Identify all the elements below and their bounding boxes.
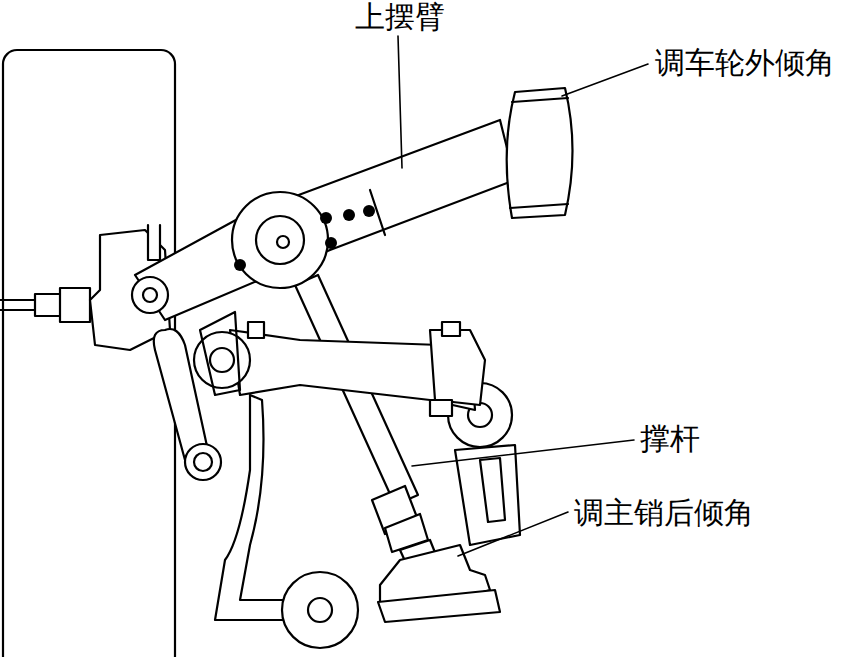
- lower-ball-joint-hole: [210, 348, 234, 372]
- arm-pivot: [232, 192, 328, 288]
- upper-ball-joint: [132, 277, 168, 313]
- part-label: 调车轮外倾角: [655, 46, 835, 80]
- part-label: 调主销后倾角: [574, 496, 754, 530]
- bracket-slot: [480, 458, 505, 522]
- bushing-rings: [510, 98, 568, 208]
- bolt: [248, 322, 264, 338]
- joint-housing: [200, 312, 240, 395]
- pivot-bolt: [442, 322, 460, 336]
- link-bushing: [185, 444, 221, 480]
- leader-lines: [398, 36, 648, 556]
- arm-pivot-inner: [256, 216, 304, 264]
- wheel: [3, 50, 175, 657]
- caster-base: [378, 590, 500, 622]
- camber-bushing: [507, 88, 573, 218]
- pivot-nut: [430, 400, 452, 416]
- axle-collar: [60, 288, 90, 322]
- lower-control-arm: [215, 395, 300, 620]
- rivets: [234, 205, 375, 271]
- lower-bushing: [282, 572, 358, 648]
- knuckle-tab: [148, 225, 160, 260]
- lower-arm-pivot: [430, 330, 485, 405]
- upper-arm: [135, 120, 515, 320]
- part-label: 上摆臂: [355, 0, 445, 34]
- link-bushing-hole: [194, 453, 212, 471]
- part-label: 撑杆: [640, 422, 700, 456]
- arm-pivot-hole: [277, 236, 289, 248]
- lower-bushing-hole: [308, 598, 332, 622]
- axle-nut: [35, 294, 63, 316]
- upper-ball-joint-hole: [143, 288, 157, 302]
